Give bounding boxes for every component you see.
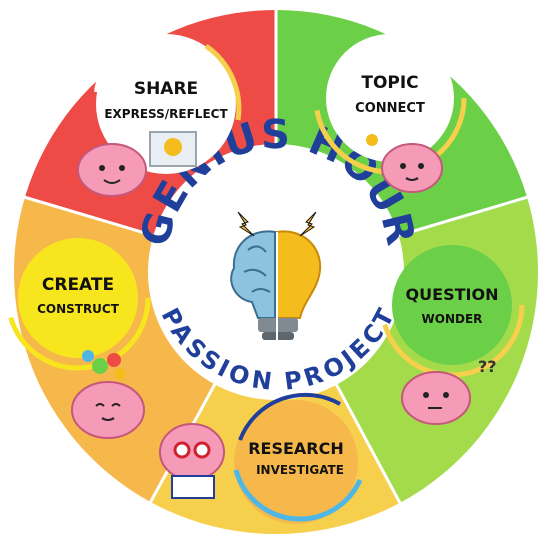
stage-question: QUESTION WONDER ?? (379, 232, 525, 425)
stage-create: CREATE CONSTRUCT (5, 225, 151, 439)
stage-research-title: RESEARCH (248, 439, 344, 458)
brain-character-icon (366, 134, 443, 193)
stage-question-title: QUESTION (406, 285, 499, 304)
stage-research-subtitle: INVESTIGATE (256, 463, 344, 477)
lightning-icon (237, 211, 317, 237)
brain-lightbulb-icon (230, 230, 322, 340)
stage-question-subtitle: WONDER (422, 312, 483, 326)
stage-create-title: CREATE (42, 275, 114, 295)
stage-topic-title: TOPIC (361, 73, 418, 93)
brain-character-icon (77, 131, 197, 197)
question-marks-icon: ?? (478, 357, 497, 376)
stage-share-title: SHARE (134, 79, 198, 99)
stage-share: SHARE EXPRESS/REFLECT (77, 34, 242, 197)
stage-share-subtitle: EXPRESS/REFLECT (104, 107, 228, 121)
brain-character-icon (71, 350, 145, 439)
stage-topic-subtitle: CONNECT (355, 101, 425, 116)
stage-create-subtitle: CONSTRUCT (37, 302, 120, 316)
brain-character-icon (159, 423, 225, 499)
stage-topic: TOPIC CONNECT (313, 21, 467, 193)
brain-character-icon: ?? (401, 357, 497, 425)
stage-research: RESEARCH INVESTIGATE (159, 392, 363, 524)
